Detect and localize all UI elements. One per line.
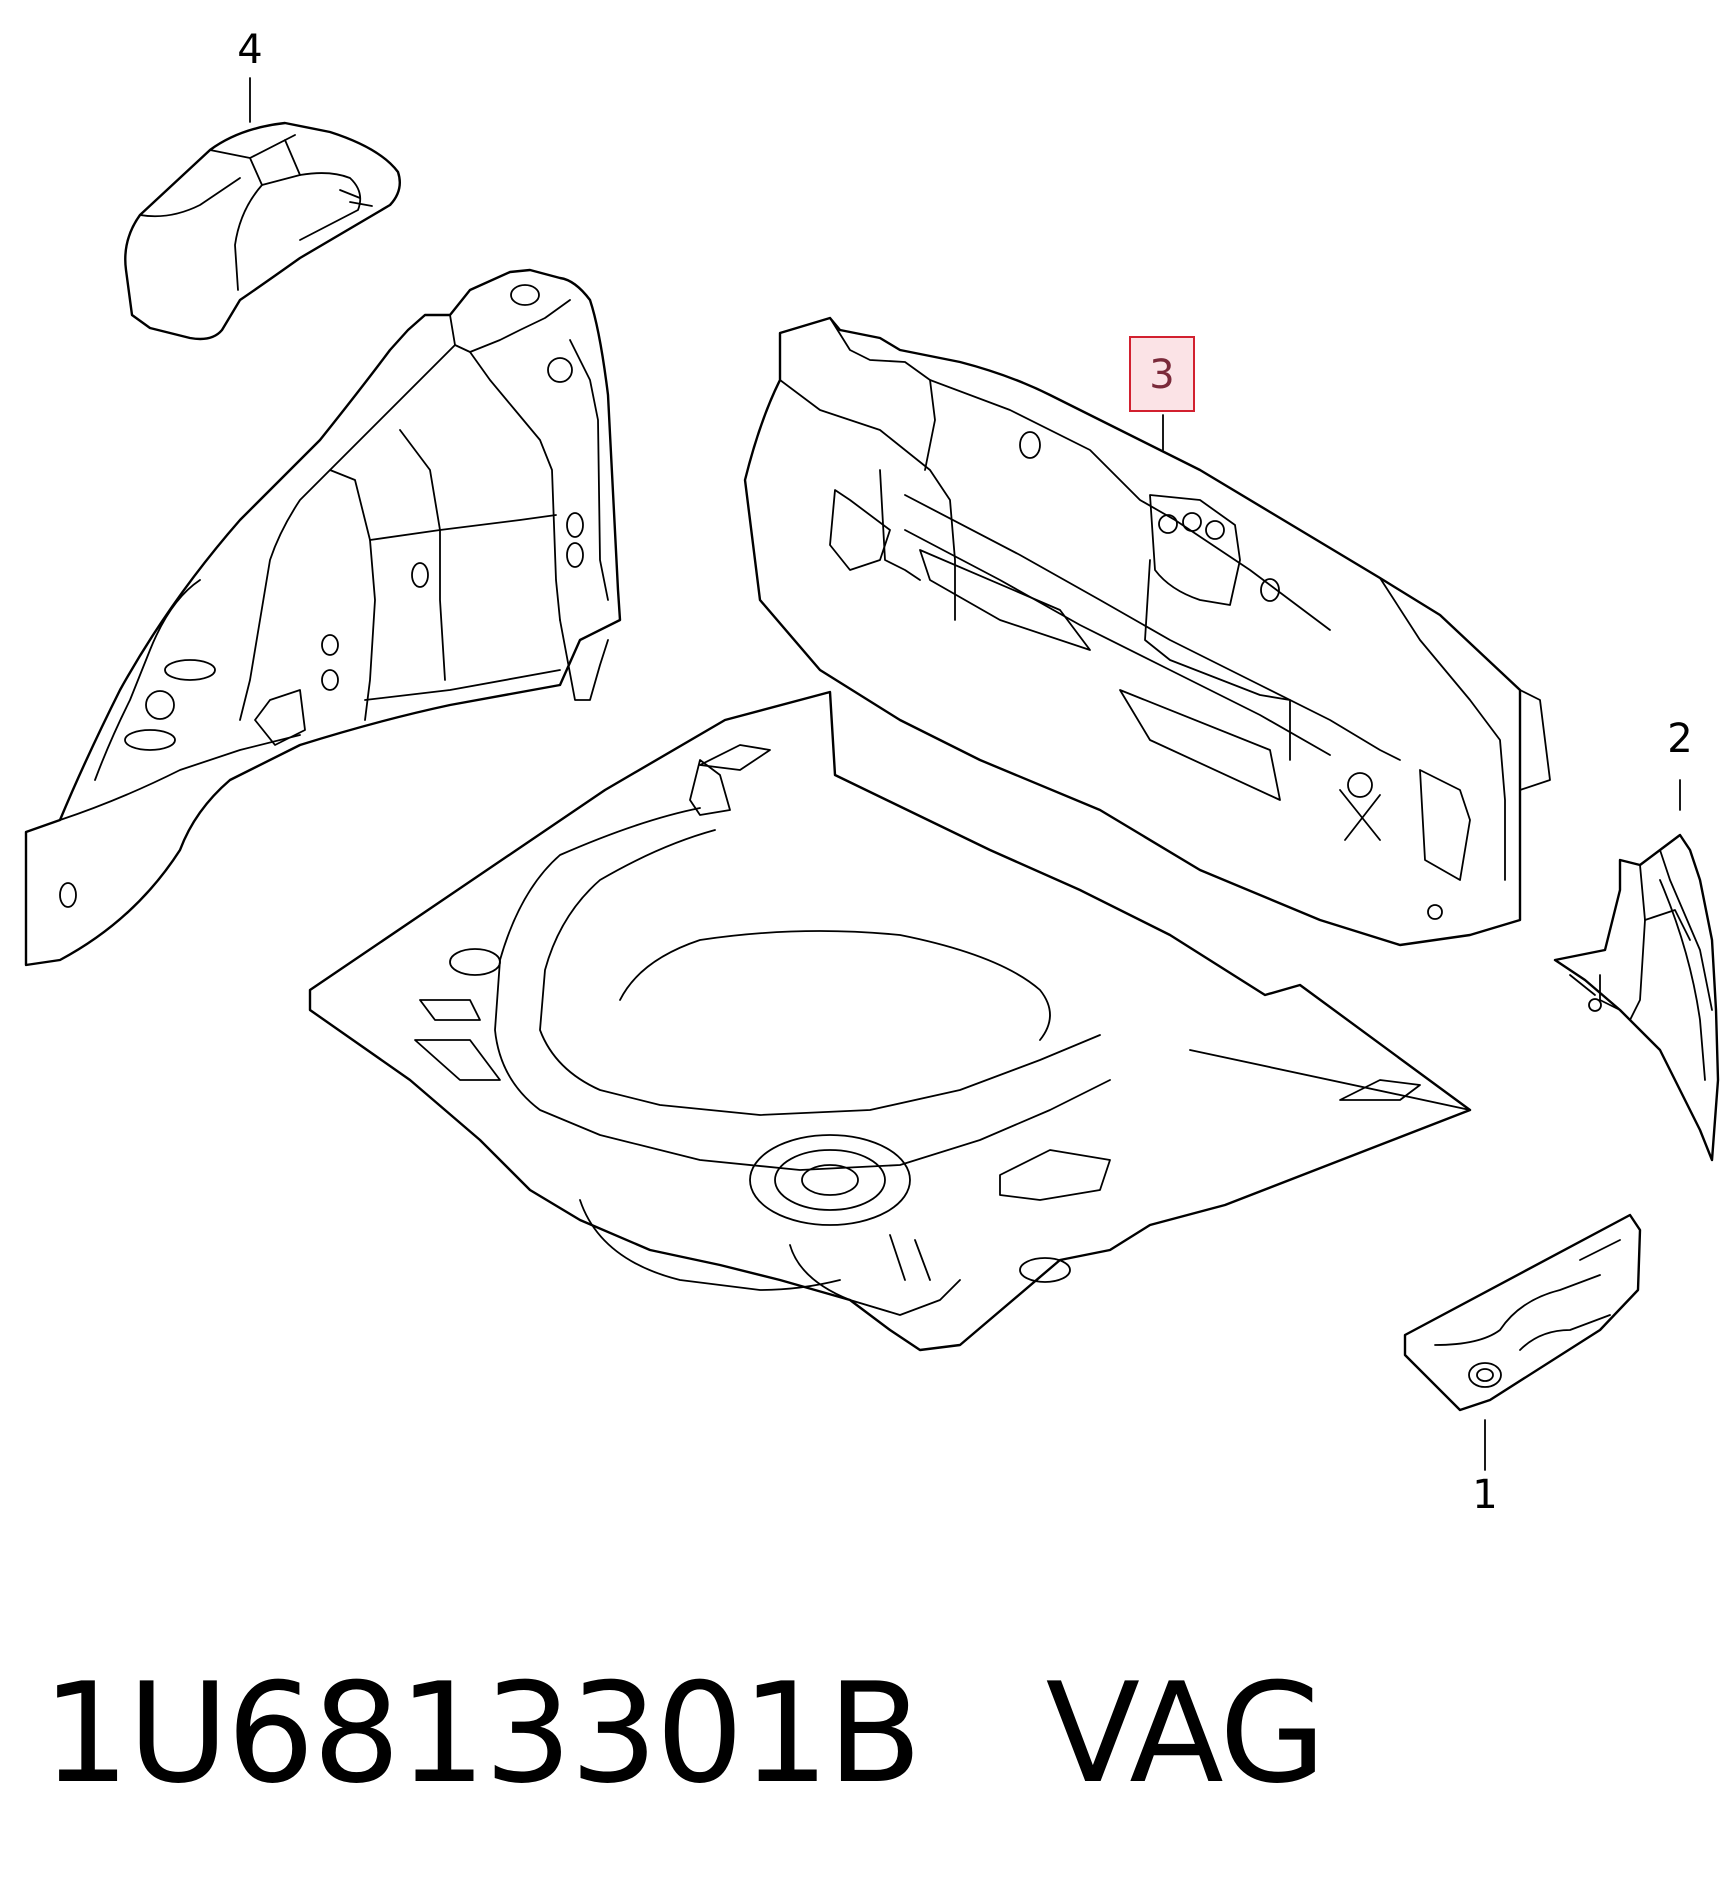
part-2-side-bracket [1553, 833, 1720, 1162]
brand-name: VAG [1045, 1653, 1326, 1814]
callout-3-highlight-box [1129, 336, 1195, 412]
callout-4-label: 4 [237, 27, 262, 73]
callout-2-label: 2 [1667, 716, 1692, 762]
callout-3-label: 3 [1149, 352, 1174, 398]
part-1-bracket [1403, 1213, 1642, 1412]
part-4-bracket [124, 121, 401, 341]
callout-1-label: 1 [1472, 1472, 1497, 1518]
part-caption: 1U6813301B VAG [42, 1665, 1326, 1803]
part-number: 1U6813301B [42, 1653, 922, 1814]
left-side-panel [24, 268, 622, 967]
part-3-rear-panel [743, 316, 1551, 947]
leader-lines [249, 77, 1681, 1471]
trunk-floor [308, 690, 1472, 1352]
